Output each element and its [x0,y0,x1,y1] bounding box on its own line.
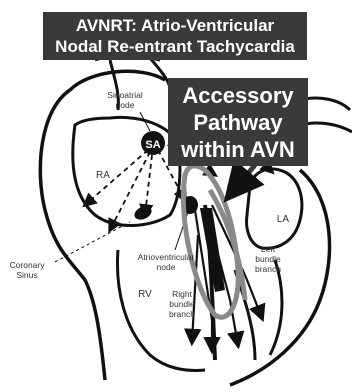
rv-label: RV [138,289,152,300]
right-atrium-outline [73,117,180,225]
right-bundle-label-2: bundle [169,299,195,309]
title-banner: AVNRT: Atrio-Ventricular Nodal Re-entran… [43,12,307,60]
title-line-2: Nodal Re-entrant Tachycardia [43,36,307,57]
sa-node-label-2: node [116,100,135,110]
accessory-pathway-callout: Accessory Pathway within AVN [168,78,308,166]
av-node-label-1: Atrioventricular [138,252,195,262]
sa-badge: SA [145,139,160,151]
left-bundle-label-1: Left [261,244,276,254]
la-label: LA [277,214,290,225]
left-atrium-outline [247,169,302,248]
callout-line-1: Accessory [168,82,308,109]
left-bundle-label-3: branch [255,264,281,274]
coronary-sinus-label-2: Sinus [16,270,37,280]
av-node-label-2: node [157,262,176,272]
right-bundle-label-1: Right [172,289,192,299]
left-bundle-label-2: bundle [255,254,281,264]
coronary-sinus-label-1: Coronary [10,260,46,270]
ra-label: RA [96,170,110,181]
sa-node-label-1: Sinoatrial [107,90,143,100]
callout-line-3: within AVN [168,136,308,163]
right-bundle-label-3: branch [169,309,195,319]
coronary-sinus-mark [132,204,153,222]
title-line-1: AVNRT: Atrio-Ventricular [43,15,307,36]
callout-line-2: Pathway [168,109,308,136]
